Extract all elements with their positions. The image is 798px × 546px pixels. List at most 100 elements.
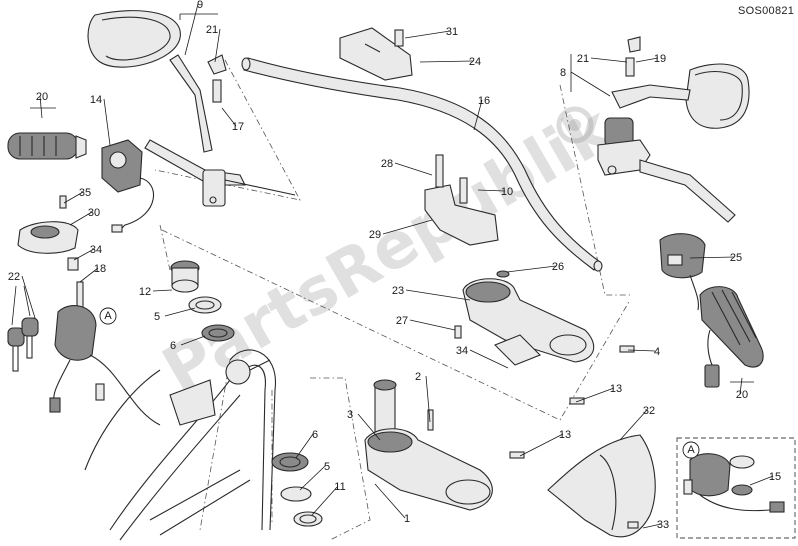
frame	[84, 349, 276, 541]
leader-line-16	[473, 99, 483, 131]
leader-line-34b	[469, 349, 509, 369]
ref-label-35: 35	[79, 187, 91, 199]
ref-label-3: 3	[347, 409, 353, 421]
leader-line-34a	[73, 248, 95, 261]
ref-label-9: 9	[197, 0, 203, 11]
ref-label-A1: A	[104, 310, 112, 322]
ref-label-28: 28	[381, 158, 393, 170]
leader-line-13b	[519, 433, 564, 457]
left-lever	[144, 139, 296, 207]
leader-line-23	[405, 289, 471, 301]
ignition-bearing-group	[170, 260, 235, 342]
ref-label-15: 15	[769, 471, 781, 483]
ref-label-14: 14	[90, 94, 102, 106]
ref-label-2: 2	[415, 371, 421, 383]
ref-label-6b: 6	[312, 429, 318, 441]
ref-label-4: 4	[654, 346, 660, 358]
leader-line-12	[152, 289, 173, 292]
leader-line-3	[357, 413, 381, 441]
ref-label-21b: 21	[577, 53, 589, 65]
handlebar-clamp-upper	[339, 27, 413, 81]
callout-a-inset	[682, 441, 700, 459]
leader-line-26	[506, 265, 557, 273]
right-mirror	[611, 36, 750, 129]
watermark-text: PartsRepublik	[151, 92, 627, 409]
left-mirror	[87, 10, 227, 153]
leader-line-13a	[575, 387, 615, 403]
leader-line-15	[749, 475, 774, 486]
leader-line-22	[21, 275, 36, 319]
callout-a-left	[99, 307, 117, 325]
ref-label-18: 18	[94, 263, 106, 275]
lower-triple-clamp	[364, 379, 585, 511]
leader-line-2	[425, 375, 431, 423]
ref-label-20a: 20	[36, 91, 48, 103]
leader-line-28	[394, 162, 433, 176]
ignition-group	[7, 195, 161, 426]
ref-label-25: 25	[730, 252, 742, 264]
handlebar	[241, 57, 603, 272]
key-icon	[7, 317, 39, 372]
leader-line-5b	[299, 465, 326, 491]
ref-label-22: 22	[8, 271, 20, 283]
leader-line-29	[382, 219, 433, 235]
leader-line-30	[69, 211, 93, 226]
ref-label-5a: 5	[154, 311, 160, 323]
ref-label-34a: 34	[90, 244, 102, 256]
leader-line-19	[635, 57, 659, 63]
leader-line-32	[619, 409, 648, 441]
leader-line-17	[221, 107, 237, 127]
left-grip	[7, 132, 87, 160]
diagram-code: SOS00821	[738, 5, 794, 17]
group-brackets	[30, 13, 754, 383]
right-master-cylinder	[597, 117, 736, 223]
leader-line-6b	[295, 433, 314, 459]
headstock-cover	[547, 434, 656, 538]
ref-label-11: 11	[334, 481, 345, 493]
leader-line-6a	[180, 335, 206, 346]
leader-line-1	[374, 483, 406, 519]
ref-label-32: 32	[643, 405, 655, 417]
leader-line-31	[404, 30, 451, 39]
leader-line-20b	[739, 377, 743, 395]
leader-line-9	[184, 3, 199, 56]
ref-label-13a: 13	[610, 383, 622, 395]
leader-line-5a	[164, 307, 196, 317]
leader-line-18	[79, 267, 99, 283]
leader-line-21a	[214, 28, 221, 63]
leader-line-20a	[39, 95, 43, 119]
ref-label-17: 17	[232, 121, 244, 133]
leader-lines	[21, 3, 774, 529]
ref-label-26: 26	[552, 261, 564, 273]
ref-label-30: 30	[88, 207, 100, 219]
ref-label-1: 1	[404, 513, 410, 525]
ref-label-24: 24	[469, 56, 481, 68]
ref-label-10: 10	[501, 186, 513, 198]
leader-line-4	[627, 349, 656, 352]
ref-label-23: 23	[392, 285, 404, 297]
ref-label-5b: 5	[324, 461, 330, 473]
right-grip	[699, 286, 764, 388]
ref-label-27: 27	[396, 315, 408, 327]
left-switch	[101, 139, 154, 233]
ref-label-A2: A	[687, 444, 695, 456]
ref-label-6a: 6	[170, 340, 176, 352]
ref-label-34b: 34	[456, 345, 468, 357]
ref-label-31: 31	[446, 26, 458, 38]
leader-line-35	[63, 191, 84, 204]
ref-label-21a: 21	[206, 24, 218, 36]
top-triple-clamp	[454, 270, 635, 366]
leader-line-10	[477, 189, 506, 192]
ref-label-16: 16	[478, 95, 490, 107]
ref-label-8: 8	[560, 67, 566, 79]
leader-line-27	[409, 319, 456, 331]
ref-label-19: 19	[654, 53, 666, 65]
steering-bearings	[271, 452, 323, 527]
leader-line-25	[689, 256, 735, 259]
leader-line-21b	[590, 57, 628, 63]
ref-label-20b: 20	[736, 389, 748, 401]
ref-label-13b: 13	[559, 429, 571, 441]
leader-line-8	[570, 71, 611, 97]
